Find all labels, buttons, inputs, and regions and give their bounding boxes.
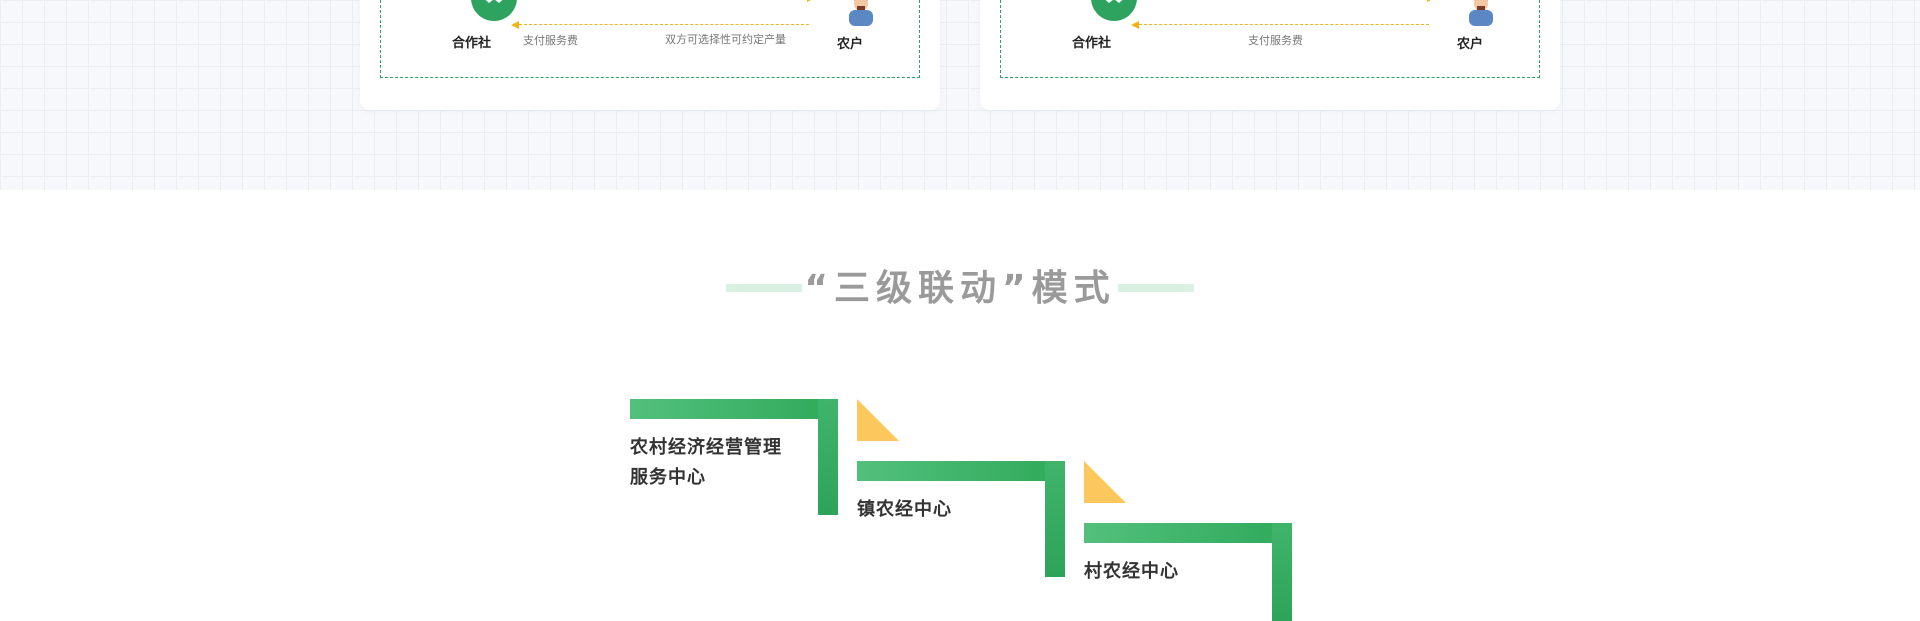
coop-label: 合作社 xyxy=(1072,36,1112,51)
farmer-label: 农户 xyxy=(1457,37,1484,52)
farmer-icon xyxy=(843,0,879,28)
level-2-stem xyxy=(1045,461,1065,577)
level-3-label: 村农经中心 xyxy=(1084,561,1179,582)
level-3-stem xyxy=(1272,523,1292,621)
section-title: “三级联动”模式 xyxy=(804,268,1116,309)
pay-fee-note: 支付服务费 xyxy=(523,34,578,47)
arrow-to-coop-line xyxy=(519,24,809,25)
pay-fee-note: 支付服务费 xyxy=(1248,34,1303,47)
title-decoration-right xyxy=(1118,284,1194,292)
handshake-icon xyxy=(471,0,517,21)
arrow-to-coop-line xyxy=(1139,24,1429,25)
arrow-left-head xyxy=(1131,21,1139,29)
title-decoration-left xyxy=(726,284,802,292)
dashed-frame: 合作社 支付服务费 农户 xyxy=(1000,0,1540,78)
level-1-label: 农村经济经营管理 服务中心 xyxy=(630,433,782,493)
level-1-label-line1: 农村经济经营管理 xyxy=(630,437,782,458)
yield-agreement-note: 双方可选择性可约定产量 xyxy=(665,33,786,46)
arrow-left-head xyxy=(511,21,519,29)
level-2-bar xyxy=(857,461,1065,481)
arrow-right-head xyxy=(807,0,815,2)
farmer-icon xyxy=(1463,0,1499,28)
section-title-wrap: “三级联动”模式 xyxy=(0,264,1920,314)
level-2-triangle xyxy=(1084,461,1126,503)
level-3-bar xyxy=(1084,523,1292,543)
coop-label: 合作社 xyxy=(452,36,492,51)
handshake-icon xyxy=(1091,0,1137,21)
dashed-frame: 合作社 支付服务费 双方可选择性可约定产量 农户 xyxy=(380,0,920,78)
flow-card-1: 合作社 支付服务费 双方可选择性可约定产量 农户 xyxy=(360,0,940,110)
background-grid-band xyxy=(0,0,1920,190)
flow-card-2: 合作社 支付服务费 农户 xyxy=(980,0,1560,110)
level-1-triangle xyxy=(857,399,899,441)
arrow-right-head xyxy=(1427,0,1435,2)
level-1-bar xyxy=(630,399,838,419)
level-2-label: 镇农经中心 xyxy=(857,499,952,520)
level-1-label-line2: 服务中心 xyxy=(630,467,706,488)
level-1-stem xyxy=(818,399,838,515)
farmer-label: 农户 xyxy=(837,37,864,52)
